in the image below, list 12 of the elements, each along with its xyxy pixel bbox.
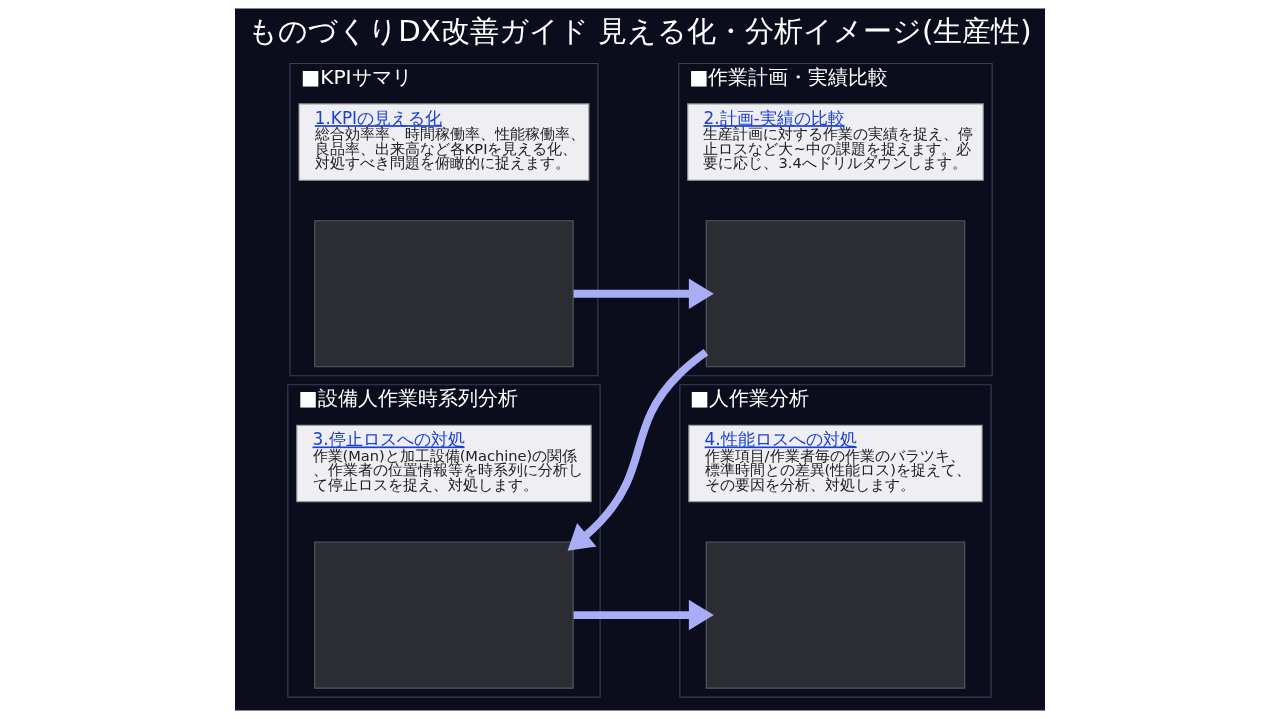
arrow bbox=[573, 278, 714, 310]
node-box bbox=[705, 541, 966, 689]
diagram-title: ものづくりDX改善ガイド 見える化・分析イメージ(生産性) bbox=[248, 13, 1032, 48]
node-box: 1.KPIの見える化 総合効率率、時間稼働率、性能稼働率、良品率、出来高など各KPIを見える化、対処すべき問題を俯瞰的に捉えます。 bbox=[298, 103, 590, 181]
arrow bbox=[573, 599, 714, 631]
arrow bbox=[567, 348, 709, 551]
node-box: 3.停止ロスへの対処 作業(Man)と加工設備(Machine)の関係、作業者の位置情報等を時系列に分析して停止ロスを捉え、対処します。 bbox=[296, 424, 592, 503]
node-box: 2.計画-実績の比較 生産計画に対する作業の実績を捉え、停止ロスなど大~中の課題を捉えます。必要に応じ、3.4へドリルダウンします。 bbox=[687, 103, 984, 181]
node-box bbox=[705, 220, 966, 368]
node-box bbox=[314, 541, 574, 689]
node-box: 4.性能ロスへの対処 作業項目/作業者毎の作業のバラツキ、標準時間との差異(性能ロス)を捉えて、その要因を分析、対処します。 bbox=[688, 424, 983, 503]
node-box bbox=[314, 220, 574, 368]
